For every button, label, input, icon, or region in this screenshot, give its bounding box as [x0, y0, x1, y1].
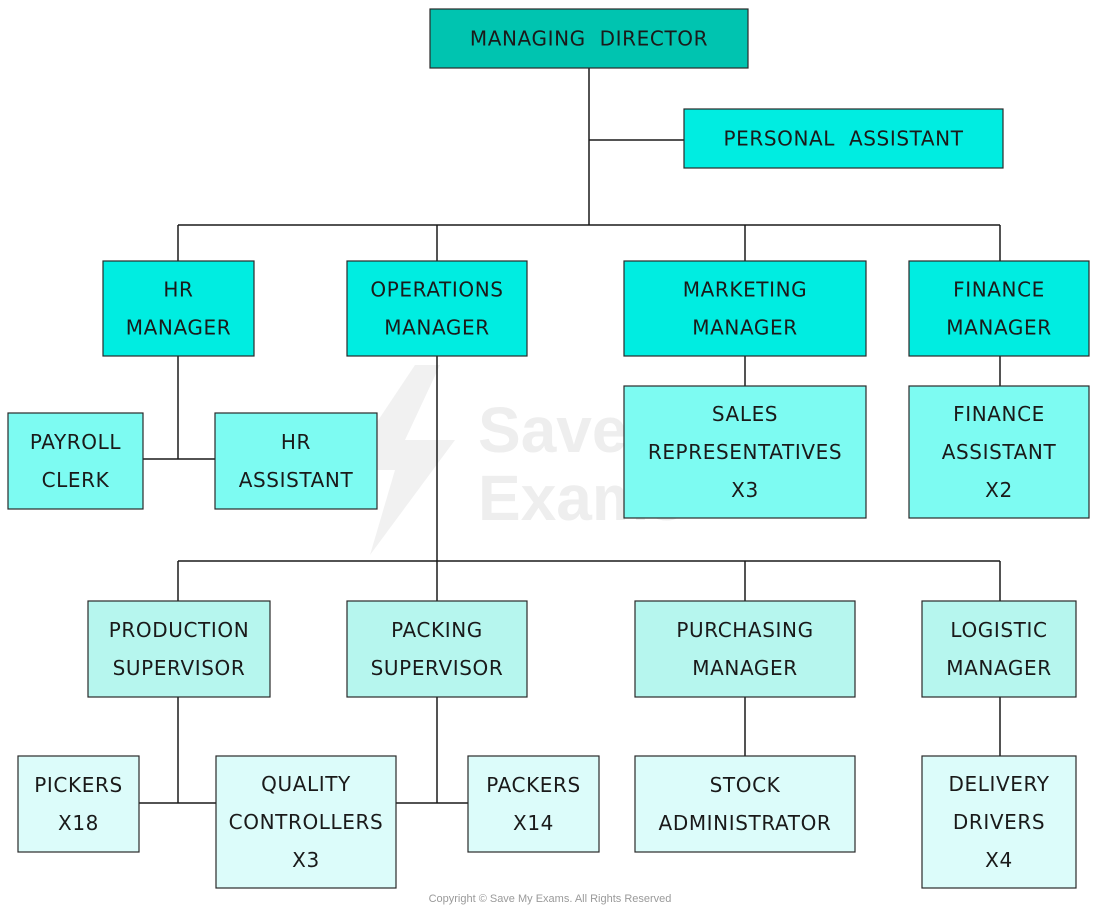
node-box — [467, 755, 600, 853]
node-label: HR — [281, 430, 311, 454]
node-hr-manager: HR MANAGER — [102, 260, 255, 357]
node-label: PACKING — [391, 618, 483, 642]
node-label: PURCHASING — [676, 618, 813, 642]
node-box — [214, 412, 378, 510]
node-label: MANAGER — [384, 316, 489, 340]
node-label: MANAGER — [946, 656, 1051, 680]
node-label: MANAGER — [126, 316, 231, 340]
node-label: LOGISTIC — [950, 618, 1047, 642]
node-label: PACKERS — [486, 773, 581, 797]
node-label: CONTROLLERS — [229, 810, 384, 834]
node-label: OPERATIONS — [370, 278, 503, 302]
node-label: MANAGER — [946, 316, 1051, 340]
node-packers: PACKERS X14 — [467, 755, 600, 853]
node-box — [908, 385, 1090, 519]
node-production-supervisor: PRODUCTION SUPERVISOR — [87, 600, 271, 698]
node-box — [908, 260, 1090, 357]
node-payroll-clerk: PAYROLL CLERK — [7, 412, 144, 510]
node-box — [87, 600, 271, 698]
node-label: MARKETING — [683, 278, 808, 302]
node-sales-representatives: SALES REPRESENTATIVES X3 — [623, 385, 867, 519]
node-quality-controllers: QUALITY CONTROLLERS X3 — [215, 755, 397, 889]
node-label: SUPERVISOR — [113, 656, 246, 680]
node-label: MANAGER — [692, 656, 797, 680]
node-operations-manager: OPERATIONS MANAGER — [346, 260, 528, 357]
node-label: X4 — [985, 848, 1013, 872]
node-hr-assistant: HR ASSISTANT — [214, 412, 378, 510]
copyright-notice: Copyright © Save My Exams. All Rights Re… — [428, 893, 672, 905]
node-label: QUALITY — [261, 772, 351, 796]
node-label: FINANCE — [953, 278, 1045, 302]
node-label: SUPERVISOR — [371, 656, 504, 680]
node-finance-manager: FINANCE MANAGER — [908, 260, 1090, 357]
node-box — [7, 412, 144, 510]
node-label: X18 — [58, 811, 99, 835]
node-label: DELIVERY — [948, 772, 1049, 796]
node-box — [634, 755, 856, 853]
node-box — [623, 385, 867, 519]
node-label: PAYROLL — [30, 430, 122, 454]
node-label: PRODUCTION — [109, 618, 250, 642]
node-box — [429, 8, 749, 69]
node-managing-director: MANAGING DIRECTOR — [429, 8, 749, 69]
node-label: MANAGER — [692, 316, 797, 340]
node-box — [634, 600, 856, 698]
node-label: PICKERS — [34, 773, 122, 797]
node-label: ASSISTANT — [239, 468, 354, 492]
node-label: CLERK — [42, 468, 110, 492]
node-marketing-manager: MARKETING MANAGER — [623, 260, 867, 357]
watermark-bolt-icon — [345, 365, 455, 555]
node-label: REPRESENTATIVES — [648, 440, 842, 464]
node-box — [921, 755, 1077, 889]
node-label: X3 — [731, 478, 759, 502]
node-boxes: MANAGING DIRECTOR PERSONAL ASSISTANT HR MAN… — [7, 8, 1090, 889]
node-box — [215, 755, 397, 889]
node-box — [346, 600, 528, 698]
node-label: X14 — [513, 811, 554, 835]
node-finance-assistant: FINANCE ASSISTANT X2 — [908, 385, 1090, 519]
node-box — [346, 260, 528, 357]
node-personal-assistant: PERSONAL ASSISTANT — [683, 108, 1004, 169]
node-box — [623, 260, 867, 357]
node-packing-supervisor: PACKING SUPERVISOR — [346, 600, 528, 698]
node-logistic-manager: LOGISTIC MANAGER — [921, 600, 1077, 698]
node-label: ADMINISTRATOR — [659, 811, 832, 835]
node-box — [921, 600, 1077, 698]
node-pickers: PICKERS X18 — [17, 755, 140, 853]
node-delivery-drivers: DELIVERY DRIVERS X4 — [921, 755, 1077, 889]
node-label: STOCK — [710, 773, 781, 797]
node-label: X3 — [292, 848, 320, 872]
node-label: HR — [163, 278, 193, 302]
connector-lines — [139, 68, 1001, 804]
node-label: DRIVERS — [953, 810, 1045, 834]
node-box — [102, 260, 255, 357]
node-purchasing-manager: PURCHASING MANAGER — [634, 600, 856, 698]
node-box — [683, 108, 1004, 169]
node-label: MANAGING DIRECTOR — [470, 27, 708, 51]
node-box — [17, 755, 140, 853]
node-stock-administrator: STOCK ADMINISTRATOR — [634, 755, 856, 853]
node-label: PERSONAL ASSISTANT — [723, 127, 963, 151]
node-label: X2 — [985, 478, 1013, 502]
node-label: FINANCE — [953, 402, 1045, 426]
node-label: SALES — [712, 402, 778, 426]
node-label: ASSISTANT — [942, 440, 1057, 464]
